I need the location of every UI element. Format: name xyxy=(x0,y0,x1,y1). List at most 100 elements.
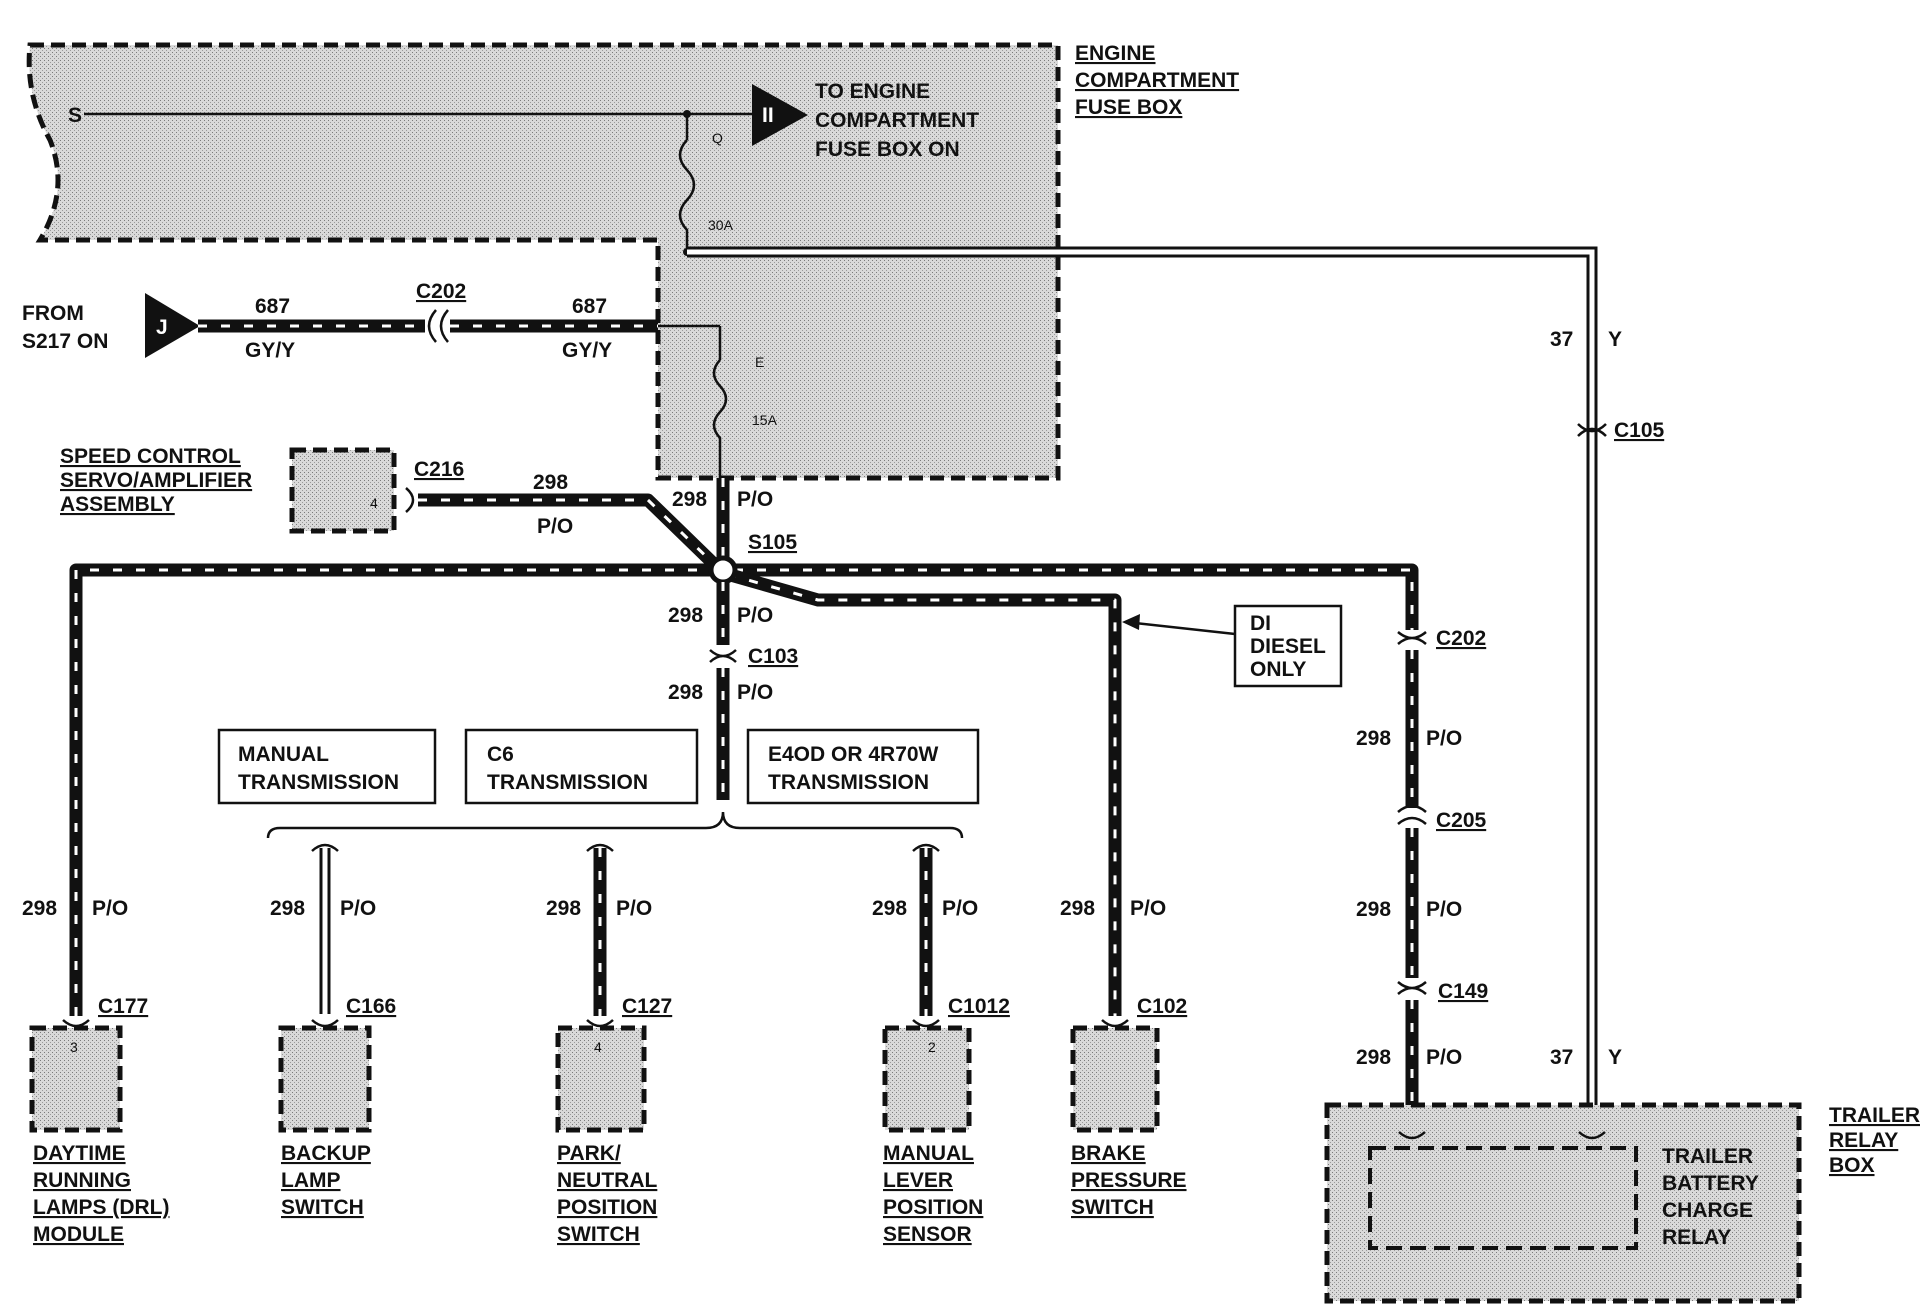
brake-pressure-switch xyxy=(1070,1025,1160,1133)
manual-transmission-box xyxy=(217,728,437,805)
speed-control-color: P/O xyxy=(537,515,573,538)
s217-left-circuit: 687 xyxy=(255,295,290,318)
speed-control-module xyxy=(289,447,397,534)
drl-pin: 3 xyxy=(70,1039,78,1055)
c103-below-color: P/O xyxy=(737,681,773,704)
c205-label: C205 xyxy=(1436,809,1487,832)
fuse-box-feed-label-2: COMPARTMENT xyxy=(815,109,979,132)
c202-inline-connector-icon xyxy=(427,309,449,343)
drl-label-1: DAYTIME xyxy=(33,1142,126,1165)
drl-label-3: LAMPS (DRL) xyxy=(33,1196,169,1219)
backup-label-1: BACKUP xyxy=(281,1142,371,1165)
brake-label-2: PRESSURE xyxy=(1071,1169,1187,1192)
c6-transmission-box xyxy=(464,728,699,805)
backup-circuit: 298 xyxy=(270,897,305,920)
fuse-q-rating: 30A xyxy=(708,217,734,233)
pnp-label-3: POSITION xyxy=(557,1196,657,1219)
battery-lower-circuit: 37 xyxy=(1550,1046,1573,1069)
main-feed-color: P/O xyxy=(737,488,773,511)
c177-label: C177 xyxy=(98,995,148,1018)
mlps-pin: 2 xyxy=(928,1039,936,1055)
c127-label: C127 xyxy=(622,995,672,1018)
c6-transmission-line-1: C6 xyxy=(487,743,514,766)
c103-above-color: P/O xyxy=(737,604,773,627)
c103-above-circuit: 298 xyxy=(668,604,703,627)
trailer-relay-box-title-1: TRAILER xyxy=(1829,1104,1920,1127)
diesel-note-3: ONLY xyxy=(1250,658,1306,681)
pnp-pin: 4 xyxy=(594,1039,602,1055)
c1012-label: C1012 xyxy=(948,995,1010,1018)
drl-label-2: RUNNING xyxy=(33,1169,131,1192)
main-feed-circuit: 298 xyxy=(672,488,707,511)
mlps-label-1: MANUAL xyxy=(883,1142,974,1165)
c102-label: C102 xyxy=(1137,995,1187,1018)
transmission-bracket xyxy=(266,811,964,839)
drl-circuit: 298 xyxy=(22,897,57,920)
e4od-transmission-line-1: E4OD OR 4R70W xyxy=(768,743,939,766)
backup-label-3: SWITCH xyxy=(281,1196,364,1219)
s217-right-color: GY/Y xyxy=(562,339,612,362)
fuse-box-title-3: FUSE BOX xyxy=(1075,96,1182,119)
trailer-seg2-circuit: 298 xyxy=(1356,898,1391,921)
c202-inline-label: C202 xyxy=(416,280,466,303)
c105-connector-icon xyxy=(1577,423,1607,437)
c149-label: C149 xyxy=(1438,980,1488,1003)
c149-connector-icon xyxy=(1397,981,1427,995)
pnp-circuit: 298 xyxy=(546,897,581,920)
e4od-transmission-line-2: TRANSMISSION xyxy=(768,771,929,794)
drl-module xyxy=(29,1025,123,1133)
mlps-circuit: 298 xyxy=(872,897,907,920)
pnp-label-2: NEUTRAL xyxy=(557,1169,657,1192)
speed-control-label-2: SERVO/AMPLIFIER xyxy=(60,469,252,492)
manual-transmission-line-1: MANUAL xyxy=(238,743,329,766)
manual-transmission-line-2: TRANSMISSION xyxy=(238,771,399,794)
fuse-box-title-1: ENGINE xyxy=(1075,42,1156,65)
fuse-e-icon xyxy=(712,359,728,480)
backup-color: P/O xyxy=(340,897,376,920)
trailer-seg3-circuit: 298 xyxy=(1356,1046,1391,1069)
diesel-note-1: DI xyxy=(1250,612,1271,635)
manual-lever-sensor xyxy=(882,1025,972,1133)
pnp-label-4: SWITCH xyxy=(557,1223,640,1246)
c105-label: C105 xyxy=(1614,419,1665,442)
svg-text:II: II xyxy=(762,104,774,127)
mlps-label-4: SENSOR xyxy=(883,1223,972,1246)
diesel-note-2: DIESEL xyxy=(1250,635,1326,658)
svg-text:J: J xyxy=(156,316,168,339)
park-neutral-switch xyxy=(555,1025,647,1133)
brake-circuit: 298 xyxy=(1060,897,1095,920)
relay-label-3: CHARGE xyxy=(1662,1199,1753,1222)
s105-splice xyxy=(708,555,738,585)
speed-control-label-1: SPEED CONTROL xyxy=(60,445,241,468)
brake-color: P/O xyxy=(1130,897,1166,920)
speed-control-label-3: ASSEMBLY xyxy=(60,493,175,516)
battery-upper-color: Y xyxy=(1608,328,1622,351)
trailer-seg2-color: P/O xyxy=(1426,898,1462,921)
diesel-arrow-icon xyxy=(1122,614,1140,630)
trailer-seg3-color: P/O xyxy=(1426,1046,1462,1069)
battery-upper-circuit: 37 xyxy=(1550,328,1573,351)
trailer-battery-charge-relay xyxy=(1368,1146,1638,1250)
c202-trailer-connector-icon xyxy=(1397,631,1427,645)
engine-fuse-box-outline xyxy=(26,42,1061,481)
speed-control-circuit: 298 xyxy=(533,471,568,494)
c216-connector-icon xyxy=(405,487,415,513)
diesel-note-box xyxy=(1233,604,1343,688)
s217-right-circuit: 687 xyxy=(572,295,607,318)
from-s217-label-2: S217 ON xyxy=(22,330,108,353)
c202-trailer-label: C202 xyxy=(1436,627,1486,650)
brake-label-1: BRAKE xyxy=(1071,1142,1146,1165)
c166-label: C166 xyxy=(346,995,396,1018)
mlps-label-2: LEVER xyxy=(883,1169,953,1192)
mlps-label-3: POSITION xyxy=(883,1196,983,1219)
fuse-q-letter: Q xyxy=(712,130,723,146)
fuse-e-rating: 15A xyxy=(752,412,778,428)
c205-connector-icon xyxy=(1397,804,1427,825)
mlps-color: P/O xyxy=(942,897,978,920)
fuse-box-feed-connector xyxy=(752,84,808,146)
fuse-box-title-2: COMPARTMENT xyxy=(1075,69,1239,92)
pnp-color: P/O xyxy=(616,897,652,920)
fuse-q-icon xyxy=(678,139,696,252)
e4od-transmission-box xyxy=(746,728,980,805)
